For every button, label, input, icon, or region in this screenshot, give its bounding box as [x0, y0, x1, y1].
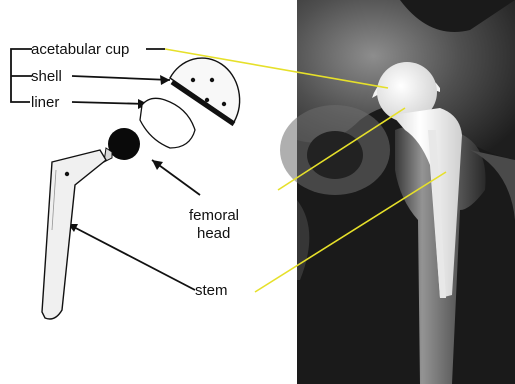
liner-drawing: [140, 98, 195, 148]
label-shell: shell: [31, 68, 62, 85]
label-head: head: [197, 225, 230, 242]
label-stem: stem: [195, 282, 228, 299]
xray-image: [280, 0, 515, 384]
label-acetabular-cup: acetabular cup: [31, 41, 129, 58]
label-liner: liner: [31, 94, 59, 111]
label-femoral: femoral: [189, 207, 239, 224]
femoral-head-drawing: [104, 128, 140, 162]
femoral-stem-drawing: [42, 150, 106, 319]
annotation-lines: [11, 49, 200, 290]
